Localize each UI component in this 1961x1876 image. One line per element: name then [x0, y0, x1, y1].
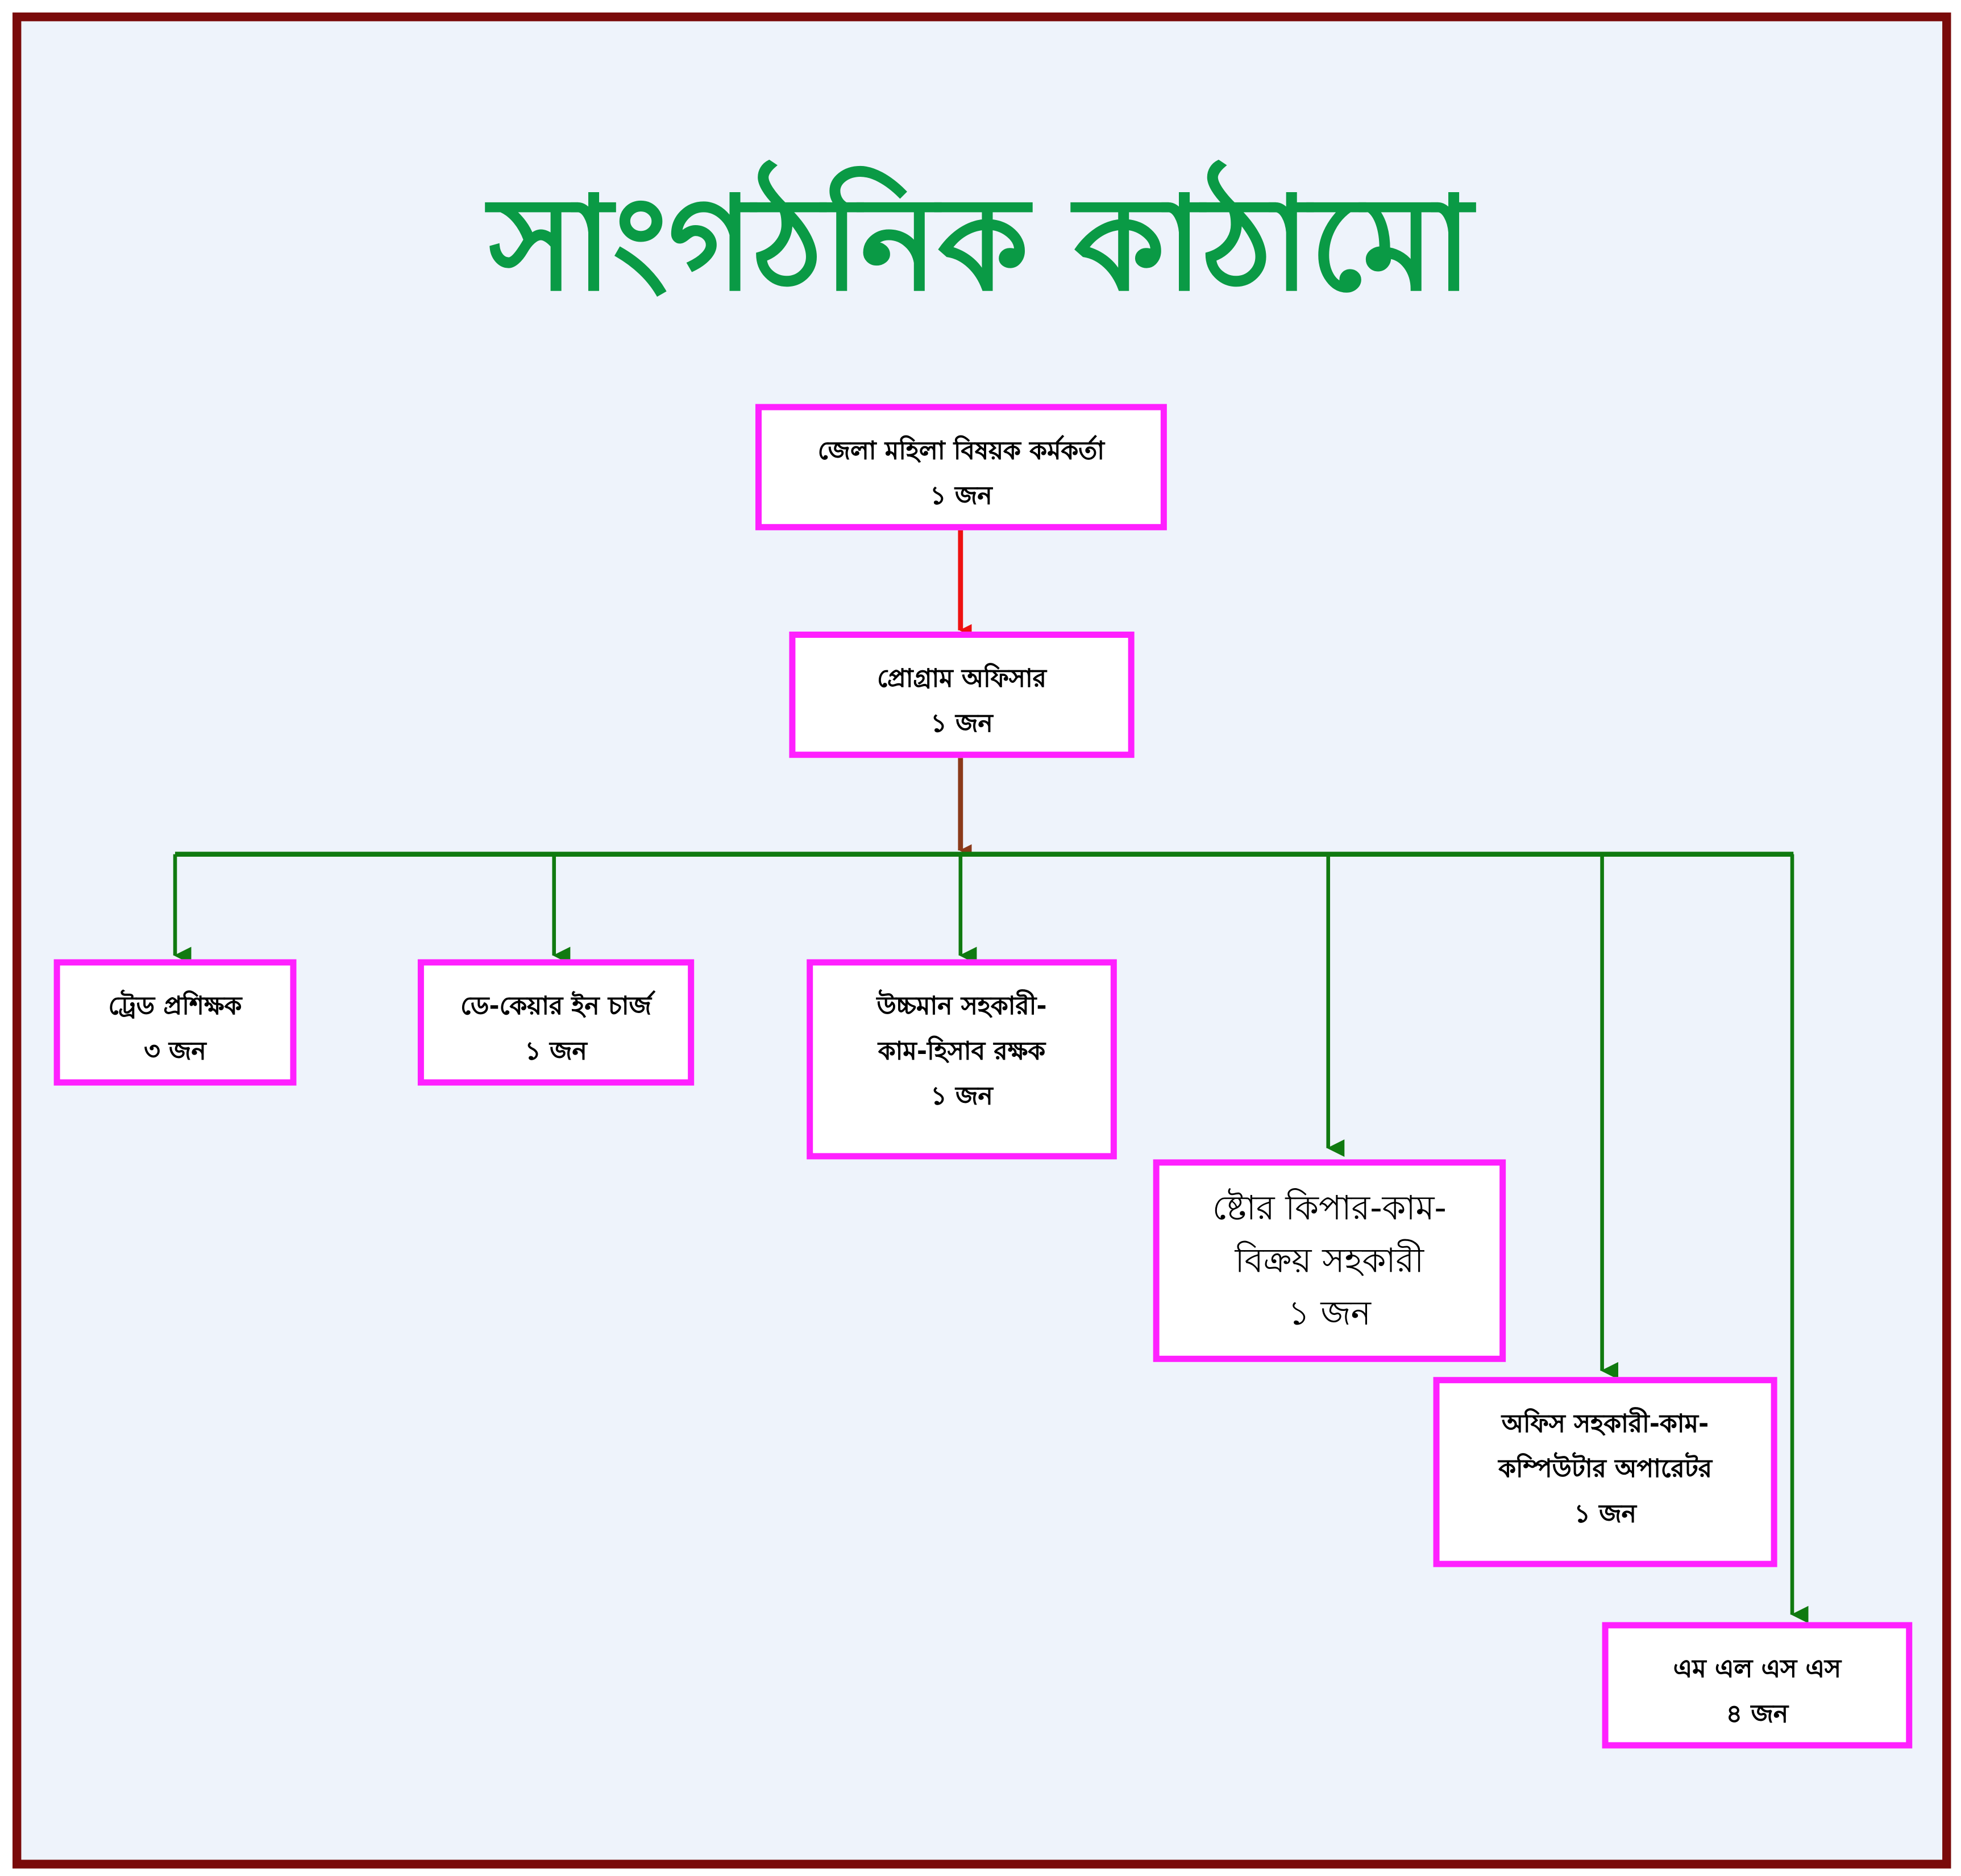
node-trade-instructor: ট্রেড প্রশিক্ষক ৩ জন — [53, 959, 297, 1086]
node-title: ট্রেড প্রশিক্ষক — [108, 990, 242, 1021]
diagram-frame — [13, 13, 1951, 1869]
node-title-line2: বিক্রয় সহকারী — [1235, 1242, 1424, 1281]
node-title-line2: কাম-হিসাব রক্ষক — [878, 1035, 1046, 1066]
node-title: প্রোগ্রাম অফিসার — [877, 663, 1046, 693]
node-title: এম এল এস এস — [1673, 1653, 1842, 1684]
node-mlss: এম এল এস এস ৪ জন — [1602, 1622, 1913, 1749]
node-title: ডে-কেয়ার ইন চার্জ — [460, 990, 651, 1021]
node-store-keeper: ষ্টোর কিপার-কাম- বিক্রয় সহকারী ১ জন — [1153, 1159, 1506, 1362]
node-count: ৪ জন — [1726, 1698, 1789, 1729]
node-count: ১ জন — [930, 480, 992, 510]
node-office-assistant: অফিস সহকারী-কাম- কম্পিউটার অপারেটর ১ জন — [1433, 1377, 1777, 1567]
node-title-line1: অফিস সহকারী-কাম- — [1501, 1408, 1709, 1438]
node-program-officer: প্রোগ্রাম অফিসার ১ জন — [789, 632, 1135, 758]
node-district-officer: জেলা মহিলা বিষয়ক কর্মকর্তা ১ জন — [755, 404, 1167, 530]
node-title: জেলা মহিলা বিষয়ক কর্মকর্তা — [817, 435, 1105, 466]
node-title-line2: কম্পিউটার অপারেটর — [1498, 1453, 1712, 1484]
node-upper-division-assistant: উচ্চমান সহকারী- কাম-হিসাব রক্ষক ১ জন — [807, 959, 1117, 1160]
node-title-line1: ষ্টোর কিপার-কাম- — [1212, 1189, 1447, 1228]
node-title-line1: উচ্চমান সহকারী- — [876, 990, 1047, 1021]
node-count: ১ জন — [525, 1035, 587, 1066]
node-count: ১ জন — [1574, 1498, 1636, 1529]
node-count: ১ জন — [930, 708, 993, 738]
node-daycare-incharge: ডে-কেয়ার ইন চার্জ ১ জন — [417, 959, 695, 1086]
node-count: ১ জন — [930, 1080, 993, 1111]
node-count: ৩ জন — [144, 1035, 206, 1066]
node-count: ১ জন — [1287, 1294, 1371, 1334]
chart-title: সাংগঠনিক কাঠামো — [488, 167, 1473, 321]
